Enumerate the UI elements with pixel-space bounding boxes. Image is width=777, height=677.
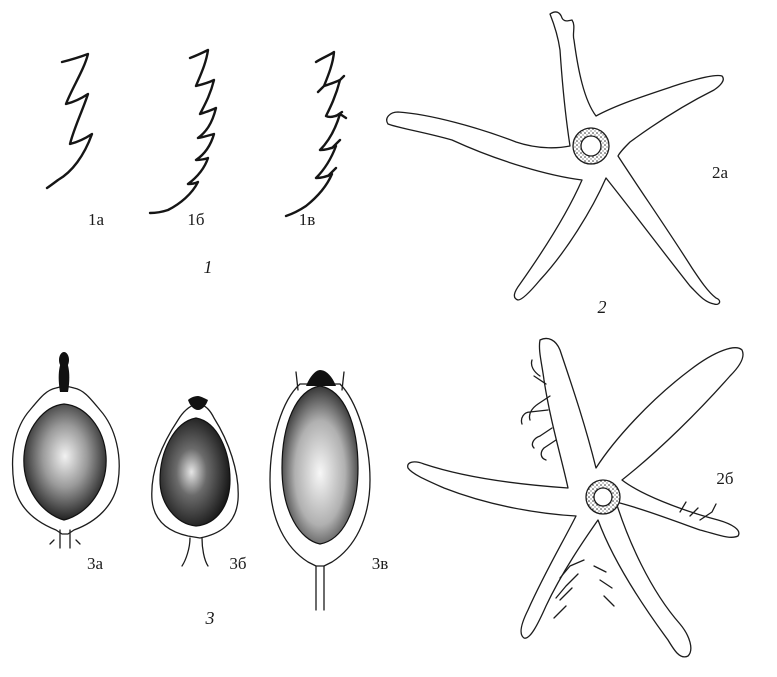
label-2a: 2а <box>712 163 729 182</box>
label-1b: 1б <box>187 210 204 229</box>
star-2b-branches <box>521 360 716 618</box>
group-label-1: 1 <box>204 257 213 277</box>
group-label-2: 2 <box>598 297 607 317</box>
seed-3c <box>270 370 370 610</box>
star-2b-center <box>594 488 612 506</box>
seed-3c-seed <box>282 386 358 544</box>
label-1a: 1а <box>88 210 105 229</box>
label-2b: 2б <box>716 469 733 488</box>
star-2a-outline <box>387 12 724 304</box>
star-2b-outline <box>408 338 743 656</box>
seed-3a-top <box>59 352 69 368</box>
group-label-3: 3 <box>205 608 215 628</box>
star-hair-2a <box>387 12 724 304</box>
seed-3b <box>152 396 238 566</box>
star-hair-2b <box>408 338 743 656</box>
panel-1-drawings <box>47 50 346 216</box>
hair-1c <box>286 52 346 216</box>
label-3c: 3в <box>372 554 389 573</box>
label-3b: 3б <box>229 554 246 573</box>
label-1c: 1в <box>299 210 316 229</box>
label-3a: 3а <box>87 554 104 573</box>
seed-3c-top <box>306 370 336 386</box>
star-2a-center <box>581 136 601 156</box>
seed-3a <box>13 352 120 548</box>
hair-1b <box>150 50 216 213</box>
seed-3b-base <box>182 538 208 566</box>
hair-1a <box>47 54 92 188</box>
